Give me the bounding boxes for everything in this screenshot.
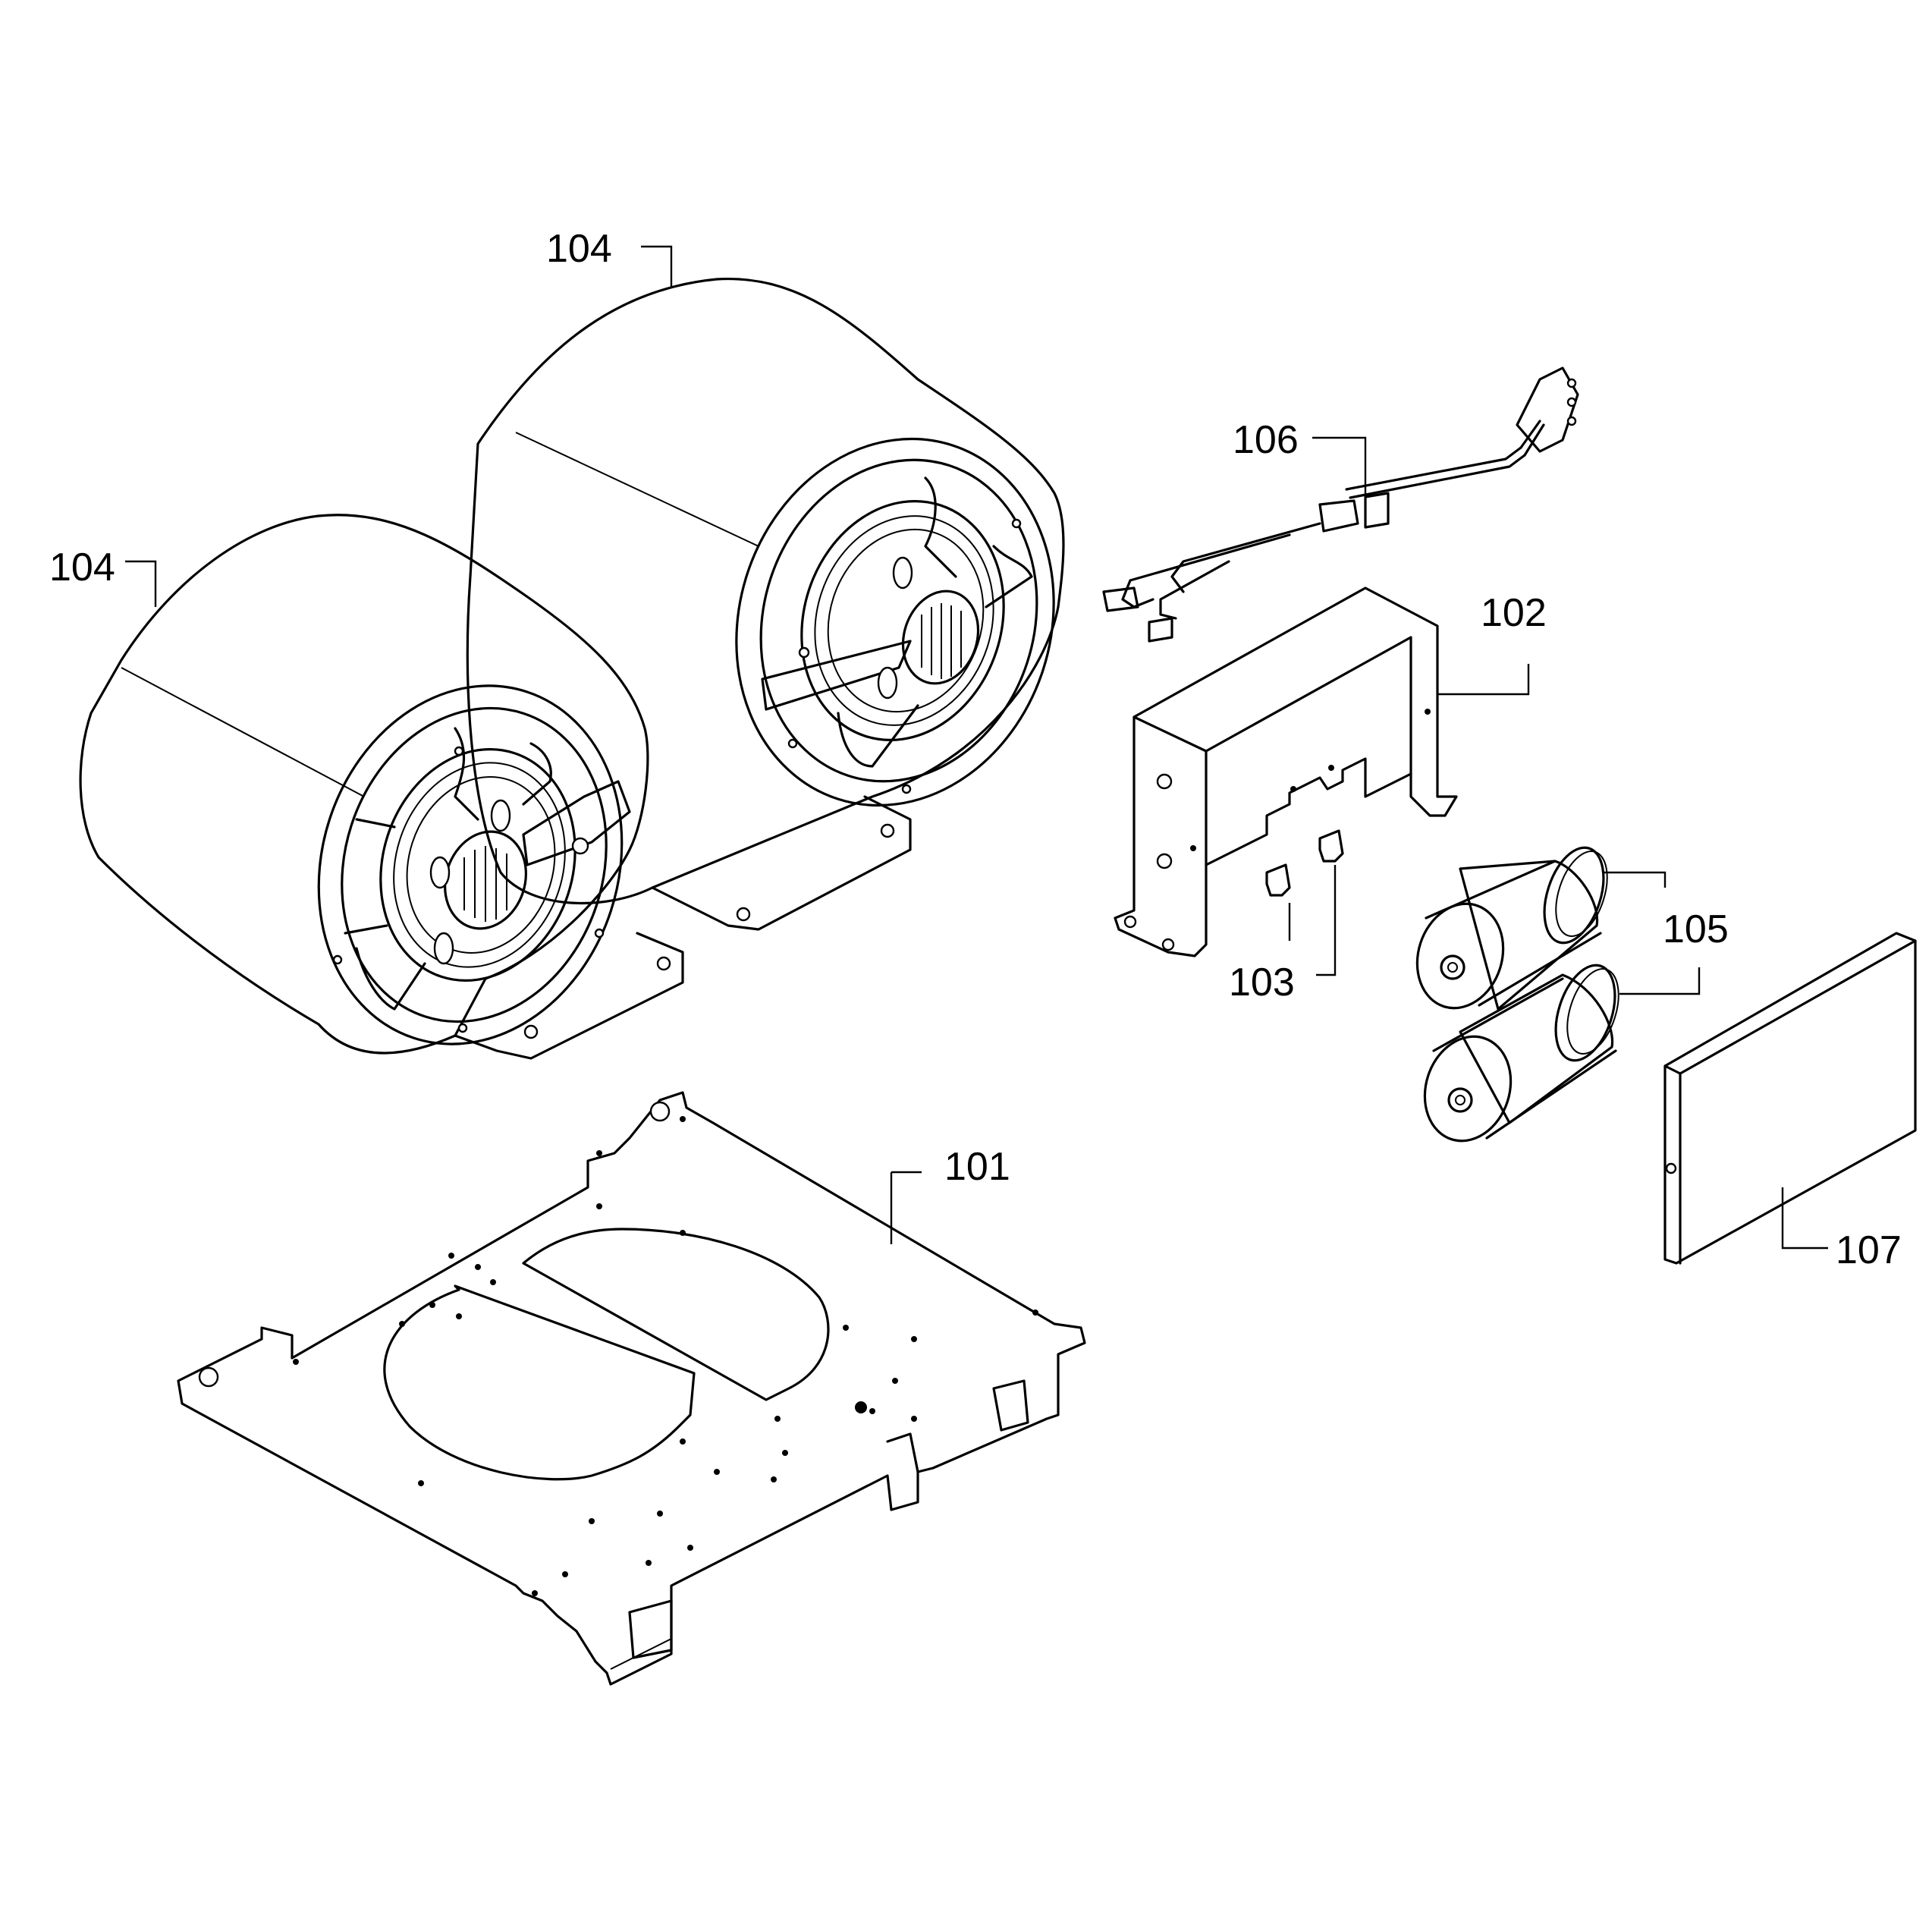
leader-lines <box>125 245 1828 1250</box>
cover-panel <box>1663 932 1917 1265</box>
callout-labels: 104 104 106 102 103 105 101 107 <box>49 227 1902 1272</box>
callout-102: 102 <box>1481 591 1547 635</box>
blower-housing-front <box>79 514 684 1060</box>
callout-101: 101 <box>944 1145 1010 1189</box>
blower-housing-rear <box>466 277 1065 931</box>
capacitor-upper <box>1415 846 1608 1011</box>
wire-clips <box>1265 829 1344 897</box>
base-plate <box>177 1091 1086 1686</box>
capacitor-lower <box>1423 964 1619 1143</box>
callout-105: 105 <box>1663 907 1729 951</box>
callout-106: 106 <box>1233 418 1299 462</box>
wire-harness <box>1102 366 1579 643</box>
callout-104-rear: 104 <box>546 227 612 271</box>
control-box <box>1114 586 1458 957</box>
callout-104-front: 104 <box>49 545 115 590</box>
callout-103: 103 <box>1229 960 1295 1005</box>
callout-107: 107 <box>1836 1228 1902 1272</box>
